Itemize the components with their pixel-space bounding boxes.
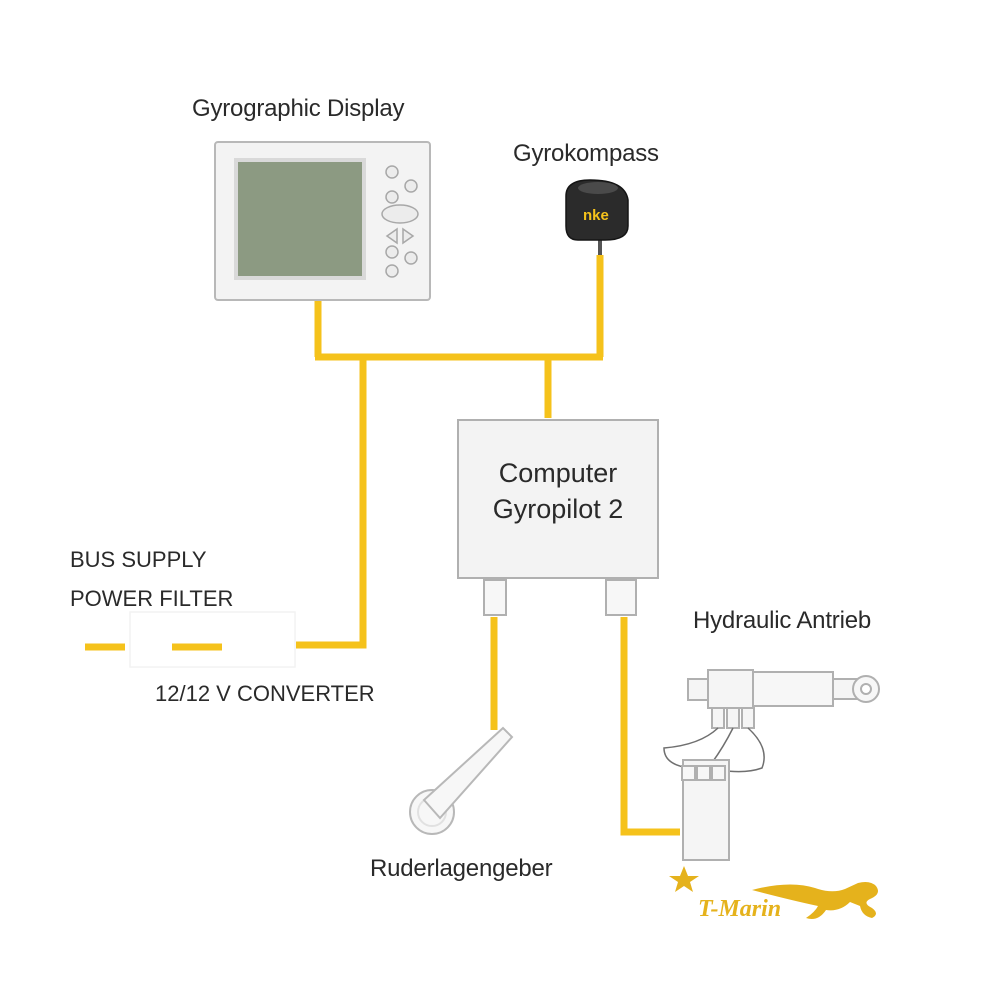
cable-power-feed: [296, 357, 367, 649]
bus-supply-label: BUS SUPPLY: [70, 547, 207, 572]
display-dpad-button[interactable]: [381, 204, 419, 224]
compass-label: Gyrokompass: [513, 140, 659, 167]
display-arrow-left-button[interactable]: [385, 227, 398, 245]
display-label: Gyrographic Display: [192, 95, 405, 122]
display-button[interactable]: [385, 165, 399, 179]
hydraulic-drive-device[interactable]: [663, 669, 880, 861]
star-icon: [669, 866, 699, 892]
converter-label: 12/12 V CONVERTER: [155, 681, 375, 706]
compass-brand-logo: nke: [583, 207, 609, 224]
display-button[interactable]: [404, 179, 418, 193]
computer-label: Computer Gyropilot 2: [458, 455, 658, 527]
hydraulic-label: Hydraulic Antrieb: [693, 607, 872, 634]
computer-label-line1: Computer: [498, 458, 618, 488]
cables: [85, 255, 680, 836]
computer-connector-right: [605, 579, 637, 616]
rudder-sensor-device[interactable]: [409, 726, 514, 835]
display-button[interactable]: [404, 251, 418, 265]
computer-label-line2: Gyropilot 2: [492, 494, 624, 524]
display-button[interactable]: [385, 264, 399, 278]
gyrokompass-device[interactable]: nke: [565, 179, 629, 255]
computer-gyropilot-box[interactable]: [457, 419, 659, 616]
converter-box-outline: [129, 611, 296, 668]
t-marin-logo: T-Marin: [669, 866, 878, 922]
display-button[interactable]: [385, 245, 399, 259]
cable-hydraulic: [620, 617, 680, 836]
computer-connector-left: [483, 579, 507, 616]
power-filter-label: POWER FILTER: [70, 586, 234, 611]
gecko-icon: [752, 882, 878, 919]
display-button[interactable]: [385, 190, 399, 204]
gyrographic-display-device[interactable]: [214, 141, 431, 301]
display-arrow-right-button[interactable]: [402, 227, 415, 245]
rudder-sensor-label: Ruderlagengeber: [370, 855, 553, 882]
display-screen: [234, 158, 366, 280]
t-marin-wordmark: T-Marin: [698, 896, 781, 922]
